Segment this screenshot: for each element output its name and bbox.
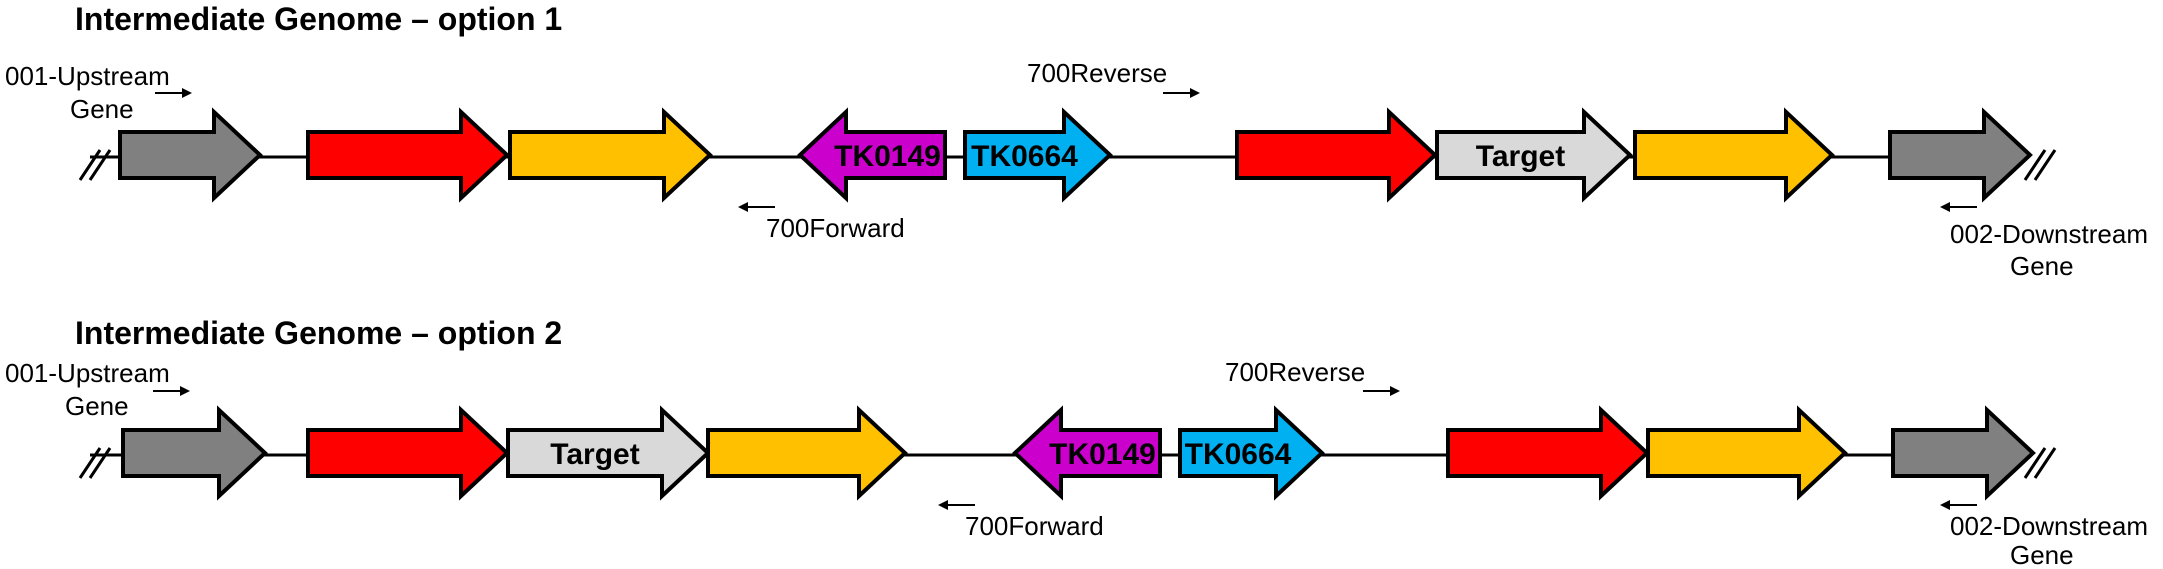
tk0664-gene-label: TK0664 xyxy=(1185,438,1292,471)
break-mark-right xyxy=(2023,447,2057,479)
gene-track: Target TK0149 TK0664 xyxy=(121,405,2036,501)
upstream-primer-label-line1: 001-Upstream xyxy=(5,358,170,388)
tk0149-gene-label: TK0149 xyxy=(834,140,941,173)
yellow-gene-1-arrow xyxy=(508,107,713,203)
forward-primer-label: 700Forward xyxy=(766,213,905,243)
downstream-primer-label-line2: Gene xyxy=(2010,540,2074,569)
upstream-primer-label-line1: 001-Upstream xyxy=(5,61,170,91)
yellow-gene-2 xyxy=(1633,107,1835,203)
reverse-primer-arrow xyxy=(1163,88,1200,98)
upstream-primer-label-line2: Gene xyxy=(70,94,134,124)
break-mark-left xyxy=(78,149,112,181)
downstream-primer-arrow xyxy=(1940,500,1977,510)
downstream-gene xyxy=(1888,107,2033,203)
upstream-primer-arrow xyxy=(155,88,192,98)
reverse-primer-label: 700Reverse xyxy=(1027,58,1167,88)
target-gene-label: Target xyxy=(1476,140,1565,173)
upstream-primer-label-line2: Gene xyxy=(65,391,129,421)
tk0149-gene: TK0149 xyxy=(1012,405,1162,501)
target-gene-arrow xyxy=(1435,107,1633,203)
upstream-gene-arrow xyxy=(121,405,268,501)
forward-primer-label: 700Forward xyxy=(965,511,1104,541)
downstream-primer-label-line1: 002-Downstream xyxy=(1950,219,2148,249)
panel-option-2: Intermediate Genome – option 2 Target TK0… xyxy=(5,315,2148,569)
red-gene-1-arrow xyxy=(306,405,510,501)
target-gene-arrow xyxy=(506,405,711,501)
target-gene: Target xyxy=(506,405,711,501)
downstream-primer-label-line2: Gene xyxy=(2010,251,2074,281)
break-mark-right xyxy=(2023,149,2057,181)
forward-primer-arrow xyxy=(938,500,975,510)
yellow-gene-1 xyxy=(508,107,713,203)
yellow-gene-1-arrow xyxy=(706,405,908,501)
tk0664-gene: TK0664 xyxy=(1178,405,1325,501)
upstream-gene xyxy=(118,107,263,203)
target-gene: Target xyxy=(1435,107,1633,203)
gene-track: TK0149 TK0664 Target xyxy=(118,107,2033,203)
downstream-gene xyxy=(1891,405,2036,501)
forward-primer-arrow xyxy=(738,202,775,212)
downstream-gene-arrow xyxy=(1891,405,2036,501)
tk0664-gene-label: TK0664 xyxy=(971,140,1078,173)
tk0664-gene-arrow xyxy=(1178,405,1325,501)
red-gene-2 xyxy=(1446,405,1650,501)
panel-title: Intermediate Genome – option 2 xyxy=(75,315,562,351)
panel-title: Intermediate Genome – option 1 xyxy=(75,1,562,37)
reverse-primer-label: 700Reverse xyxy=(1225,357,1365,387)
break-mark-left xyxy=(78,447,112,479)
target-gene-label: Target xyxy=(550,438,639,471)
red-gene-1 xyxy=(306,107,510,203)
tk0149-gene-arrow xyxy=(1012,405,1162,501)
tk0149-gene: TK0149 xyxy=(797,107,947,203)
upstream-primer-arrow xyxy=(153,386,190,396)
tk0149-gene-arrow xyxy=(797,107,947,203)
yellow-gene-2 xyxy=(1646,405,1848,501)
red-gene-2-arrow xyxy=(1235,107,1438,203)
tk0664-gene: TK0664 xyxy=(963,107,1113,203)
red-gene-1 xyxy=(306,405,510,501)
downstream-gene-arrow xyxy=(1888,107,2033,203)
red-gene-1-arrow xyxy=(306,107,510,203)
red-gene-2-arrow xyxy=(1446,405,1650,501)
downstream-primer-arrow xyxy=(1940,202,1977,212)
downstream-primer-label-line1: 002-Downstream xyxy=(1950,511,2148,541)
tk0149-gene-label: TK0149 xyxy=(1049,438,1156,471)
reverse-primer-arrow xyxy=(1363,386,1400,396)
yellow-gene-1 xyxy=(706,405,908,501)
red-gene-2 xyxy=(1235,107,1438,203)
upstream-gene xyxy=(121,405,268,501)
tk0664-gene-arrow xyxy=(963,107,1113,203)
yellow-gene-2-arrow xyxy=(1646,405,1848,501)
upstream-gene-arrow xyxy=(118,107,263,203)
yellow-gene-2-arrow xyxy=(1633,107,1835,203)
